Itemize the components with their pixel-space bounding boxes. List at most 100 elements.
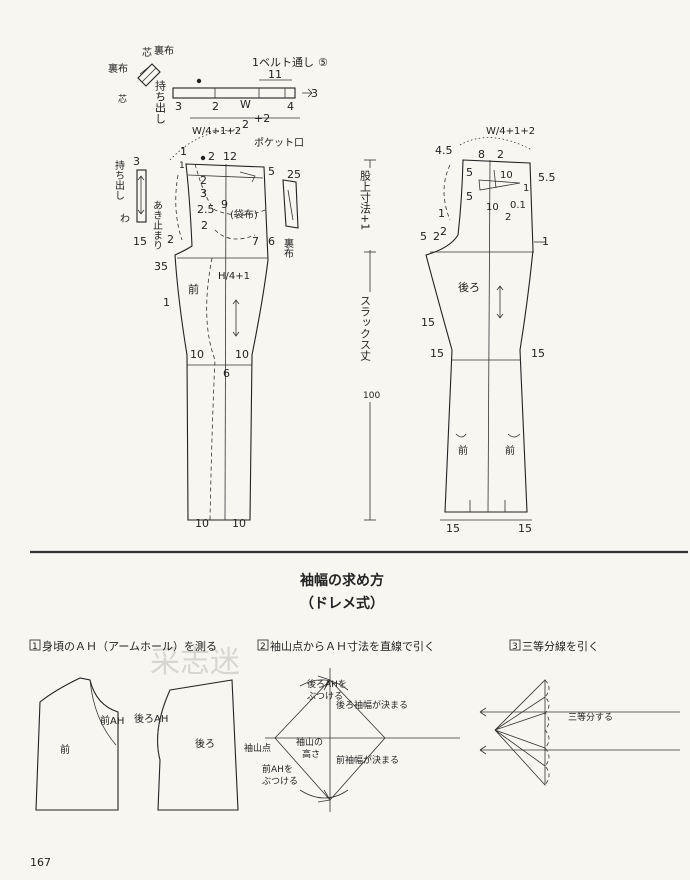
front-top-formula: W/4+1+2 — [192, 126, 241, 137]
step-1-front-armhole — [89, 679, 117, 746]
front-n25b: 25 — [287, 168, 301, 181]
back-n1b: 1 — [542, 235, 549, 248]
belt-formula-plus: +2 — [254, 112, 270, 125]
step-2-diamond — [274, 679, 386, 801]
front-n35: 35 — [154, 260, 168, 273]
middle-length-val: 100 — [363, 391, 380, 401]
front-knee-r: 10 — [235, 348, 249, 361]
back-n10: 10 — [500, 170, 513, 181]
back-grain-arrow — [496, 285, 504, 319]
front-hem-l: 10 — [195, 517, 209, 530]
front-crease-line — [224, 163, 227, 521]
front-dot — [200, 155, 206, 161]
step-2-arc-bottom — [299, 789, 349, 799]
back-hem-r: 15 — [518, 522, 532, 535]
middle-rise-bg — [362, 168, 378, 250]
front-wa: わ — [120, 213, 130, 225]
step-1-diagram: 前 前AH 後ろAH 後ろ — [35, 677, 239, 811]
belt-label-shin: 芯 — [142, 46, 152, 59]
front-n5: 5 — [268, 165, 275, 178]
back-n5c: 5 — [420, 230, 427, 243]
middle-rise-label: 股上寸法+1 — [359, 170, 372, 231]
back-n10b: 10 — [486, 202, 499, 213]
step-1-text: 身頃のＡＨ（アームホール）を測る — [42, 639, 217, 653]
back-mae-l: 前 — [458, 444, 468, 457]
front-facing-line — [287, 189, 294, 221]
belt-section: 芯 裏布 裏布 芯 持ち出し 3 2 4 3 W 2 +2 11 1ベルト通し … — [108, 44, 328, 131]
step-2-arc-top — [299, 679, 349, 691]
step-1-mae: 前 — [60, 743, 70, 756]
back-n2a: 2 — [440, 225, 447, 238]
belt-label-shin2: 芯 — [118, 93, 127, 105]
step-1-back-armhole — [157, 689, 171, 761]
belt-label-ura2: 裏布 — [108, 62, 128, 75]
section-subtitle: （ドレメ式） — [300, 595, 384, 612]
front-n3b: 3 — [200, 187, 207, 200]
front-hem-r: 10 — [232, 517, 246, 530]
front-n15: 15 — [133, 235, 147, 248]
section-title: 袖幅の求め方 — [300, 572, 384, 589]
step-2-sodeyama-ten: 袖山点 — [244, 742, 271, 754]
back-top-formula: W/4+1+2 — [486, 126, 535, 137]
middle-dimension: 股上寸法+1 スラックス丈 100 — [359, 159, 380, 521]
step-2-diagram: 後ろAHを ぶつける 後ろ袖幅が決まる 袖山点 袖山の 高さ 前袖幅が決まる 前… — [244, 668, 460, 812]
belt-dot — [196, 78, 202, 84]
belt-label-ura: 裏布 — [154, 44, 174, 57]
back-pants: W/4+1+2 4.5 8 2 5 10 5.5 5 10 0.1 1 2 1 … — [420, 126, 556, 535]
step-2-sodeyama-h1: 袖山の — [296, 736, 323, 748]
back-n1r: 1 — [523, 183, 529, 194]
front-top-arc — [169, 129, 241, 161]
back-n45: 4.5 — [435, 144, 453, 157]
step-2-num: 2 — [260, 642, 266, 652]
front-mochidashi-arrow — [137, 175, 145, 215]
belt-loop-label: 1ベルト通し — [252, 56, 314, 69]
back-mae-r: 前 — [505, 444, 515, 457]
step-3-num-box — [509, 639, 521, 651]
back-n2c: 2 — [505, 212, 511, 223]
back-top-arc — [459, 137, 533, 151]
step-2-back-width: 後ろ袖幅が決まる — [336, 699, 408, 711]
page-number: 167 — [30, 856, 51, 869]
front-fly-curve — [175, 174, 183, 241]
front-n12: 12 — [223, 150, 237, 163]
step-3-text: 三等分線を引く — [522, 639, 599, 653]
front-n1: 1 — [180, 145, 187, 158]
front-n2b: 2 — [200, 174, 207, 187]
front-facing-piece — [282, 179, 299, 229]
front-hip-formula: H/4+1 — [218, 271, 250, 282]
back-hem-marks — [469, 500, 506, 512]
back-n1a: 1 — [438, 207, 445, 220]
front-pocket-label: ポケット口 — [254, 137, 304, 149]
step-1-ushiro-ah: 後ろAH — [134, 712, 168, 725]
front-n3: 3 — [133, 155, 140, 168]
front-n9: 9 — [221, 198, 228, 211]
front-mochidashi2: 持ち出し — [113, 159, 125, 200]
front-akidomari: あき止まり — [151, 200, 163, 250]
front-n7: 7 — [252, 235, 259, 248]
step-1-num: 1 — [32, 642, 38, 652]
step-3-scallop — [544, 679, 550, 786]
front-uranuno: 裏布 — [282, 237, 294, 259]
step-3-division-lines — [494, 696, 546, 767]
front-dart-mark — [239, 171, 256, 183]
front-mukouzuke: (袋布) — [230, 208, 258, 221]
step-1-num-box — [29, 639, 41, 651]
belt-corner-lines — [139, 65, 157, 83]
step-1-mae-ah: 前AH — [100, 714, 124, 727]
front-outline — [174, 163, 269, 521]
back-n5a: 5 — [466, 166, 473, 179]
belt-n3l: 3 — [175, 100, 182, 113]
back-outline — [425, 159, 534, 513]
back-seat-curve — [443, 164, 451, 221]
step-2-arrow-top — [317, 675, 331, 691]
step-2-text: 袖山点からＡＨ寸法を直線で引く — [270, 639, 435, 653]
back-knee-l: 15 — [430, 347, 444, 360]
front-mochidashi-piece — [136, 169, 147, 223]
front-n6b: 6 — [223, 367, 230, 380]
front-waist-line — [187, 174, 264, 179]
middle-length-label: スラックス丈 — [359, 295, 372, 362]
front-n1b: 1 — [163, 296, 170, 309]
step-2-front-ah2: ぶつける — [262, 776, 298, 787]
step-1-header: 1 身頃のＡＨ（アームホール）を測る — [29, 639, 217, 653]
step-3-arrows — [479, 707, 487, 755]
